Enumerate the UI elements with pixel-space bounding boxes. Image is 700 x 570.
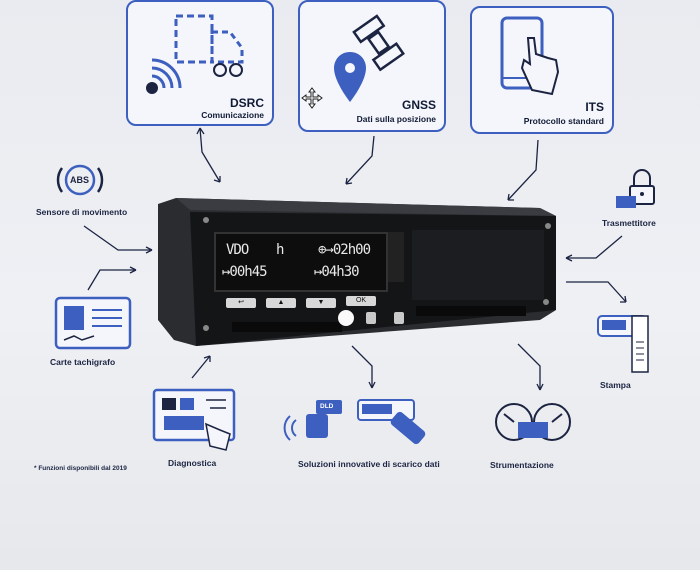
truck-signal-icon — [146, 14, 244, 94]
diagnostics-icon — [152, 388, 236, 451]
dsrc-title: DSRC — [229, 96, 264, 110]
its-subtitle: Protocollo standard — [523, 116, 604, 126]
arrow-its — [507, 139, 539, 201]
lcd-line2-left: ↦00h45 — [222, 264, 268, 280]
arrow-cards — [87, 269, 136, 291]
gnss-box: GNSS Dati sulla posizione — [298, 0, 446, 132]
sensor-label: Sensore di movimento — [36, 207, 128, 217]
lcd-display: VDO h ⊕→02h00 ↦00h45 ↦04h30 — [214, 232, 388, 292]
dsrc-box: DSRC Comunicazione — [126, 0, 274, 126]
dld-badge: DLD — [320, 403, 334, 410]
arrow-diagnostics — [191, 355, 211, 379]
arrow-gnss — [345, 135, 375, 185]
arrow-download — [351, 345, 373, 388]
phone-tap-icon — [500, 16, 560, 96]
footnote: * Funzioni disponibili dal 2019 — [34, 465, 127, 472]
its-box: ITS Protocollo standard — [470, 6, 614, 134]
padlock-transmitter-icon — [616, 169, 655, 208]
download-label: Soluzioni innovative di scarico dati — [298, 459, 440, 469]
down-button[interactable]: ▼ — [306, 298, 336, 308]
instruments-label: Strumentazione — [490, 460, 554, 470]
up-button[interactable]: ▲ — [266, 298, 296, 308]
lcd-line1-left: VDO — [226, 242, 249, 258]
abs-badge-text: ABS — [70, 175, 90, 185]
gauges-icon — [495, 403, 571, 441]
arrow-instruments — [517, 343, 541, 390]
lcd-line2-right: ↦04h30 — [314, 264, 360, 280]
back-button[interactable]: ↩ — [226, 298, 256, 308]
lcd-line1-mid: h — [276, 242, 285, 258]
move-cursor-icon — [301, 87, 323, 109]
tachograph-card-icon — [54, 296, 132, 350]
ok-button[interactable]: OK — [346, 296, 376, 306]
lcd-line1-right: ⊕→02h00 — [318, 242, 371, 258]
satellite-pin-icon — [334, 14, 405, 102]
power-button — [338, 310, 354, 326]
abs-sensor-icon — [56, 164, 104, 196]
print-label: Stampa — [600, 380, 631, 390]
gnss-title: GNSS — [401, 98, 436, 112]
dsrc-subtitle: Comunicazione — [201, 110, 264, 120]
arrow-sensor — [83, 225, 152, 251]
cards-label: Carte tachigrafo — [50, 357, 116, 367]
transmitter-label: Trasmettitore — [602, 218, 656, 228]
gnss-subtitle: Dati sulla posizione — [356, 114, 436, 124]
arrow-dsrc — [199, 127, 221, 183]
diagnostics-label: Diagnostica — [168, 458, 217, 468]
arrow-print — [566, 281, 627, 303]
arrow-transmitter — [566, 235, 623, 259]
its-title: ITS — [585, 100, 604, 114]
download-icon — [283, 399, 426, 445]
printout-icon — [597, 315, 649, 373]
